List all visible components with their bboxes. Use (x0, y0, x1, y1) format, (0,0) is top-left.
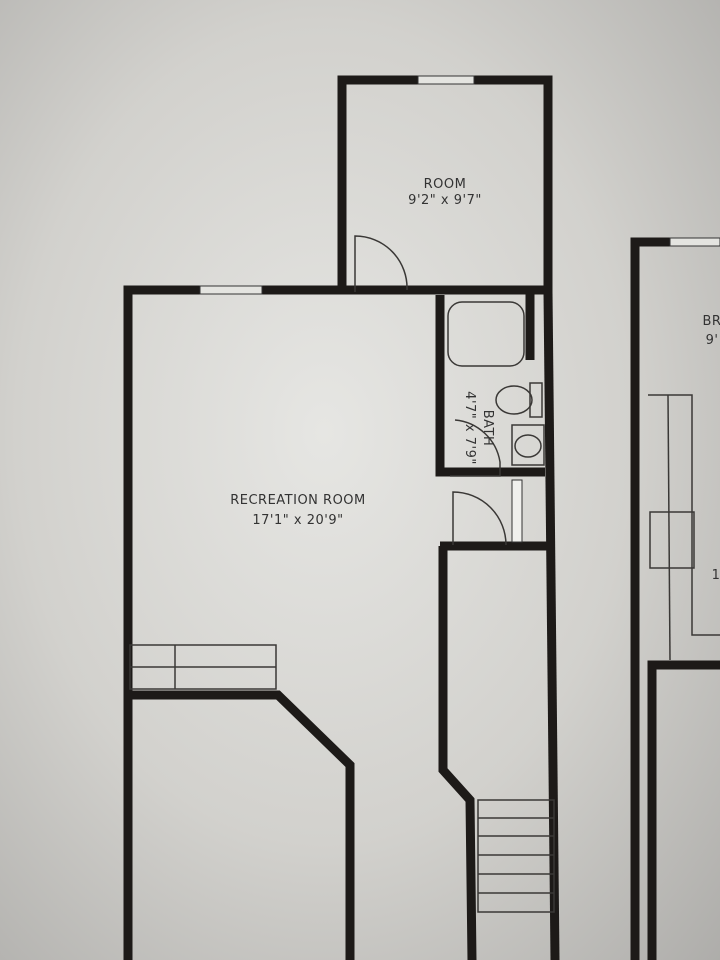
sink (511, 424, 545, 466)
bath-dimensions: 4'7" x 7'9" (462, 391, 477, 465)
bathtub (447, 301, 525, 367)
partial-room-label: 1 (712, 568, 720, 583)
built-in-shelf (129, 644, 277, 690)
bath-fixtures (447, 301, 545, 466)
recreation-room-name: RECREATION ROOM (230, 493, 366, 508)
bath-name: BATH (480, 410, 495, 447)
room-dimensions: 9'2" x 9'7" (408, 193, 482, 208)
toilet (495, 385, 533, 415)
bedroom-dimensions: 9' (706, 333, 719, 348)
kitchen-counter (648, 394, 720, 661)
room-name: ROOM (424, 177, 467, 192)
toilet-tank (529, 382, 543, 418)
doors (354, 235, 523, 546)
recreation-room-dimensions: 17'1" x 20'9" (252, 513, 343, 528)
room-walls (123, 75, 720, 960)
stove (649, 511, 695, 569)
bedroom-name: BR (703, 314, 720, 329)
windows (199, 75, 720, 295)
stairs (477, 799, 555, 913)
